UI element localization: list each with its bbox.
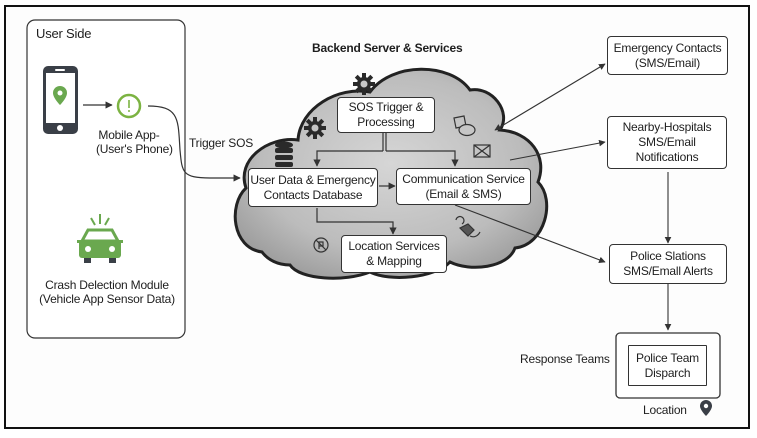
envelope-icon [473,144,491,158]
chat-bubbles-icon [453,115,476,137]
contacts-line1: Emergency Contacts [613,40,722,55]
arrow-trigger-sos [147,105,241,182]
dispatch-line1: Police Team [636,350,699,365]
db-line1: User Data & Emergency [250,172,376,187]
crashed-car-icon [77,214,123,263]
police-stations-box: Police Slations SMS/Emall Alerts [609,244,727,284]
nearby-hospitals-box: Nearby-Hospitals SMS/Email Notifications [607,116,727,169]
hospitals-line2: SMS/Email [638,135,696,149]
user-data-database-box: User Data & Emergency Contacts Database [248,168,378,207]
hospitals-line3: Notifications [635,150,699,164]
gesture-icon [455,216,481,238]
comm-line2: (Email & SMS) [425,186,502,201]
alert-circle-icon [116,93,142,119]
backend-title: Backend Server & Services [312,41,463,55]
mobile-app-label-line1: Mobile App- [98,128,160,142]
contacts-line2: (SMS/Email) [634,55,701,70]
smartphone-icon [43,66,78,134]
location-services-box: Location Services & Mapping [341,235,447,273]
map-pin-circle-icon [313,237,329,253]
trigger-sos-label: Trigger SOS [189,136,254,150]
user-side-title: User Side [36,26,92,41]
crash-module-line1: Crash Delection Module [45,278,169,292]
gear-icon [304,117,326,139]
crash-module-label: Crash Delection Module (Vehicle App Sens… [32,278,182,306]
dispatch-line2: Disparch [644,365,691,380]
database-icon [275,141,293,167]
db-line2: Contacts Database [263,187,363,202]
response-teams-label: Response Teams [520,352,610,366]
emergency-contacts-box: Emergency Contacts (SMS/Email) [607,36,728,75]
gear-icon [353,73,375,95]
internal-connectors [313,133,459,235]
mobile-app-label-line2: (User's Phone) [96,142,173,156]
police-line2: SMS/Emall Alerts [623,264,713,278]
police-line1: Police Slations [630,249,706,263]
external-arrows [454,63,672,331]
hospitals-line1: Nearby-Hospitals [622,120,712,134]
communication-service-box: Communication Service (Email & SMS) [396,168,531,205]
police-team-dispatch-box: Police Team Disparch [628,345,707,386]
sos-line2: Processing [357,115,415,129]
comm-line1: Communication Service [402,171,525,186]
crash-module-line2: (Vehicle App Sensor Data) [39,292,175,306]
sos-trigger-processing-box: SOS Trigger & Processing [337,97,435,133]
mobile-app-label: Mobile App- (User's Phone) [96,128,173,156]
location-label: Location [643,403,687,417]
sos-line1: SOS Trigger & [348,100,424,114]
loc-line1: Location Services [348,239,440,253]
loc-line2: & Mapping [366,254,422,268]
